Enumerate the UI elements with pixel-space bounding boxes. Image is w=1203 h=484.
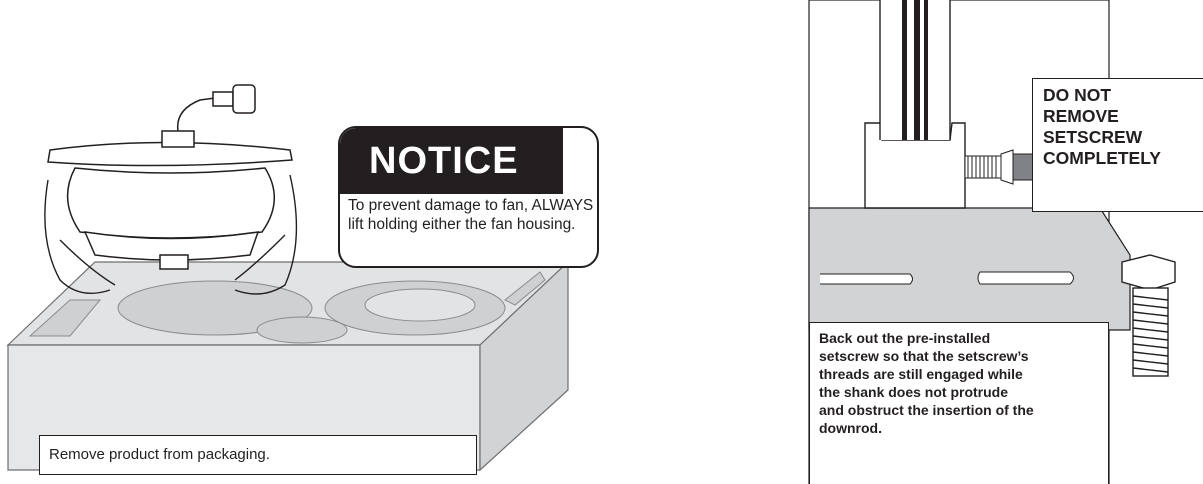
notice-text: To prevent damage to fan, ALWAYS lift ho…: [348, 197, 594, 233]
warning-panel: DO NOT REMOVE SETSCREW COMPLETELY: [1032, 78, 1203, 212]
caption-line: downrod.: [819, 420, 882, 436]
warning-line: DO NOT: [1043, 85, 1112, 105]
caption-line: setscrew so that the setscrew’s: [819, 348, 1029, 364]
hex-bolt: [1121, 254, 1176, 377]
downrod: [879, 0, 951, 140]
warning-line: SETSCREW: [1043, 127, 1143, 147]
packaging-illustration-panel: NOTICE To prevent damage to fan, ALWAYS …: [6, 84, 599, 475]
setscrew-caption: Back out the pre-installed setscrew so t…: [809, 322, 1109, 484]
hands: [44, 174, 298, 295]
notice-panel: NOTICE To prevent damage to fan, ALWAYS …: [338, 126, 599, 268]
fan-housing: [808, 207, 1131, 331]
caption-line: Back out the pre-installed: [819, 330, 991, 346]
packaging-caption: Remove product from packaging.: [39, 435, 477, 475]
setscrew: [964, 149, 1014, 185]
fan-motor: [47, 84, 293, 270]
caption-line: and obstruct the insertion of the: [819, 402, 1034, 418]
caption-line: the shank does not protrude: [819, 384, 1009, 400]
warning-line: REMOVE: [1043, 106, 1119, 126]
caption-line: threads are still engaged while: [819, 366, 1023, 382]
setscrew-illustration-panel: DO NOT REMOVE SETSCREW COMPLETELY Back o…: [800, 0, 1203, 484]
warning-line: COMPLETELY: [1043, 148, 1161, 168]
notice-title: NOTICE: [340, 128, 563, 194]
